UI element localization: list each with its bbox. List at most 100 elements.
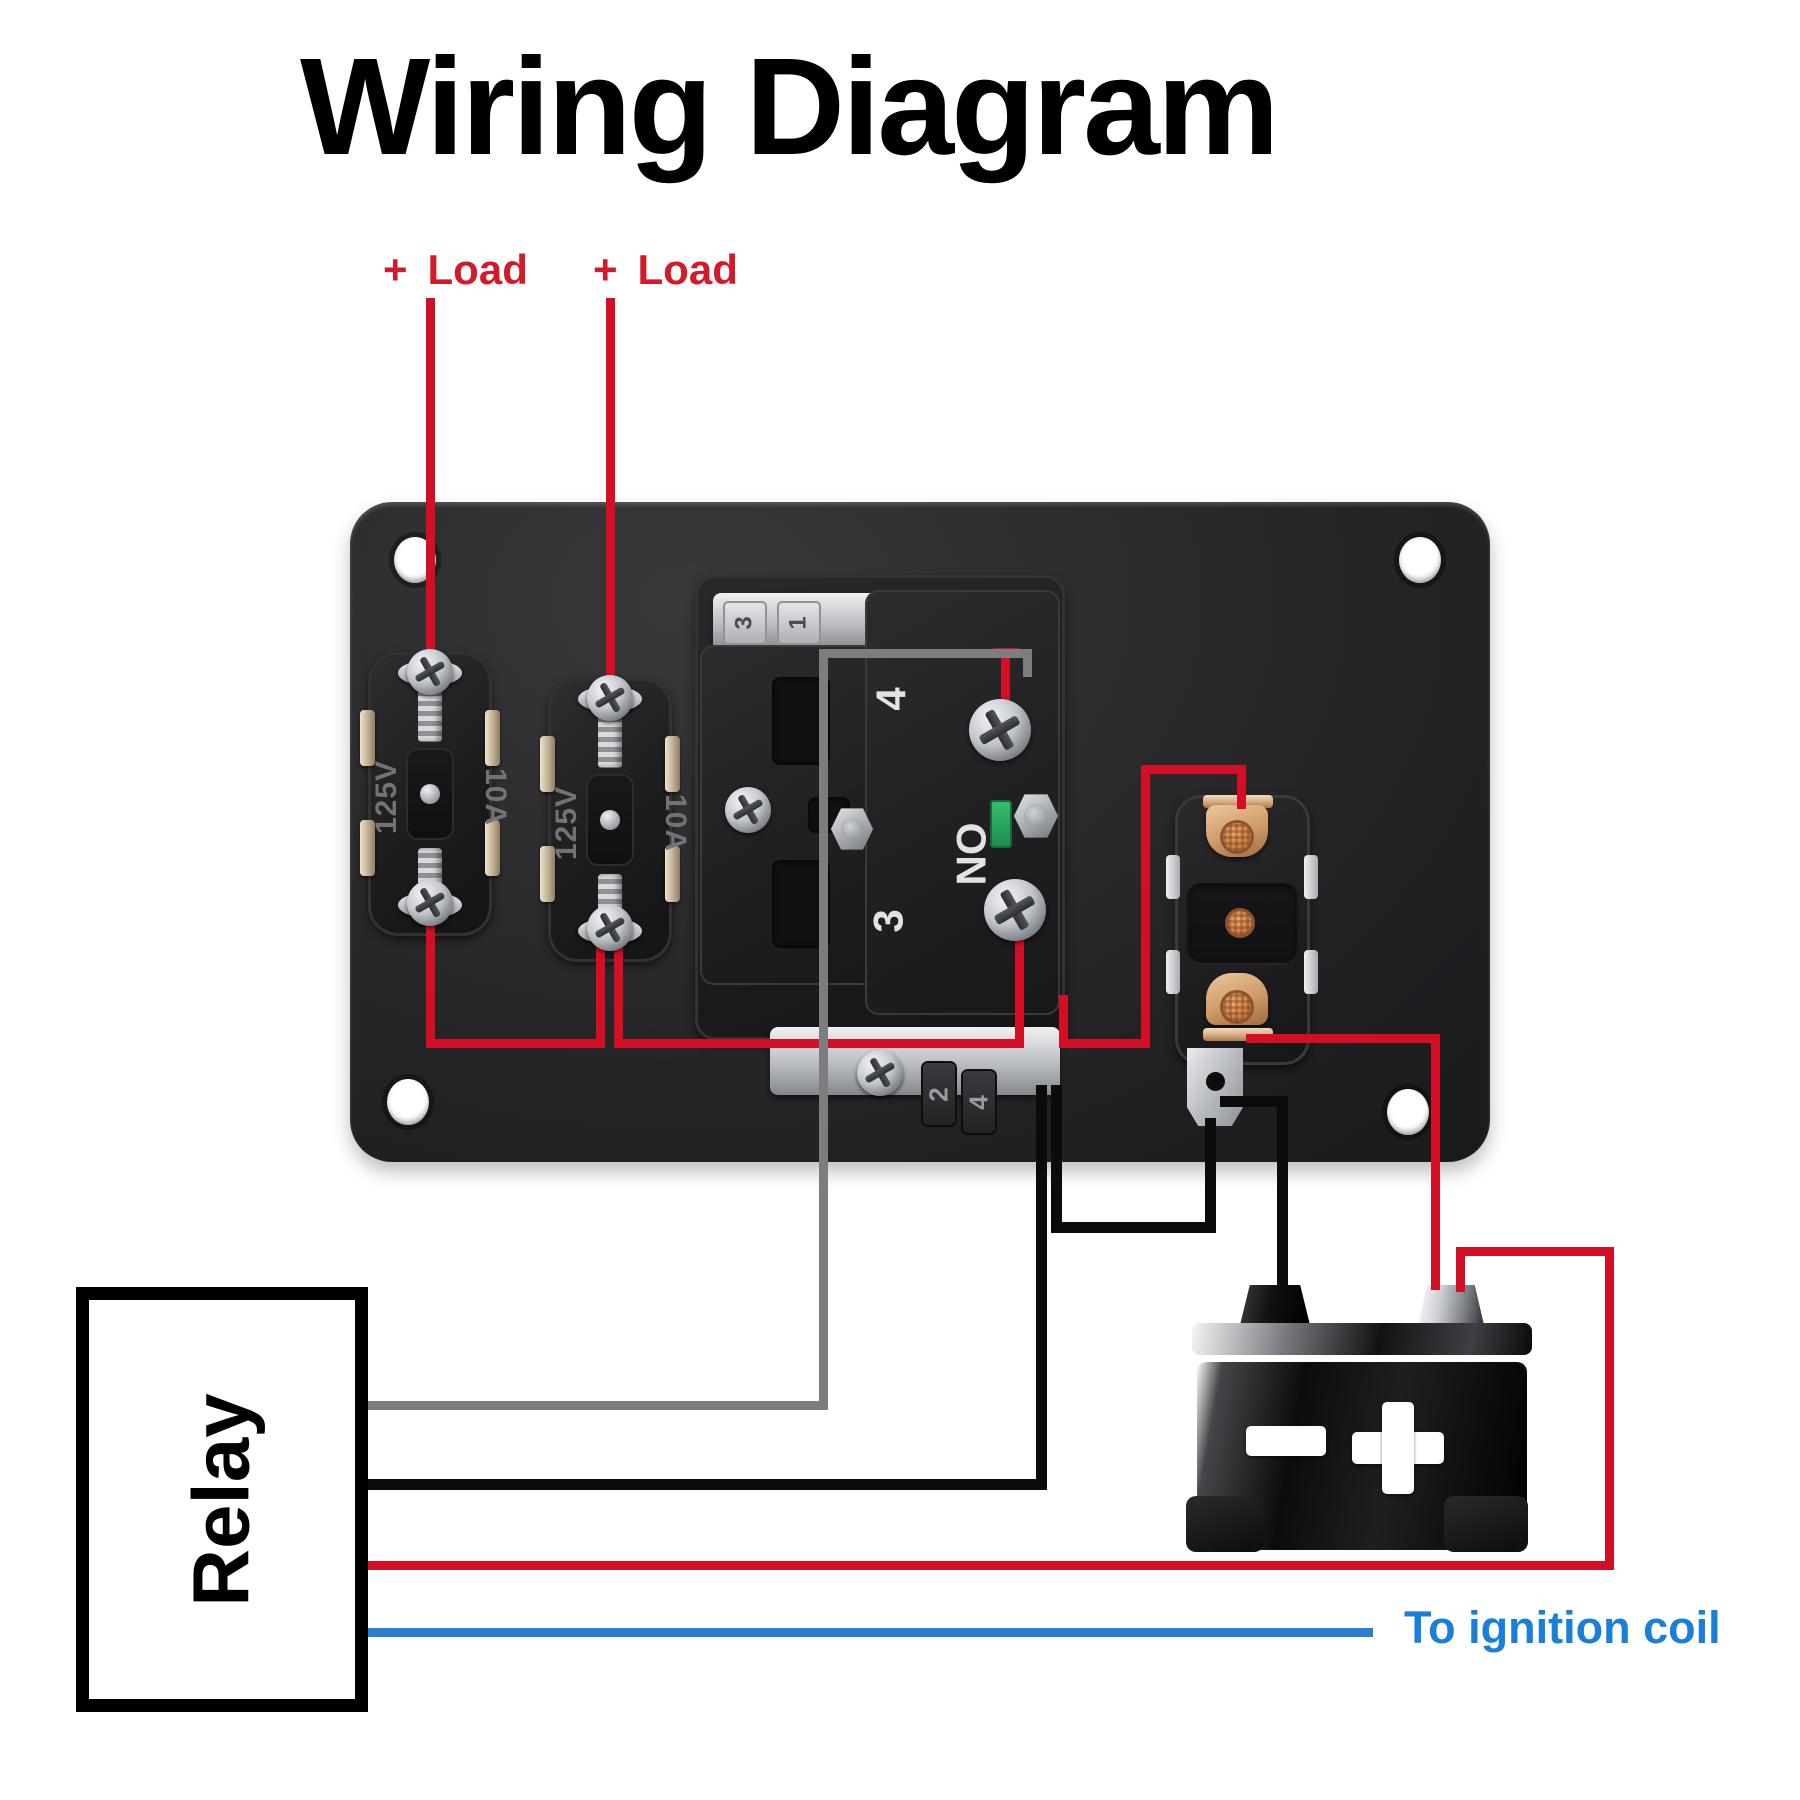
terminal-3-screw [984,879,1046,941]
side-clip [1304,950,1318,994]
wire-red-terminal4-stub [1001,648,1010,708]
wire-black-spade-out [1220,1096,1288,1107]
tab-terminal: 2 [923,1063,955,1125]
wire-red-bus1 [426,1039,605,1048]
screw-shaft [418,686,442,742]
side-clip [540,736,555,792]
green-indicator [990,800,1012,848]
bottom-metal-bracket [770,1027,1060,1095]
relay-label-wrap: Relay [76,1287,368,1712]
wire-red-terminal3-riser [1015,925,1024,1048]
toggle-pivot [420,784,440,804]
wire-black-jumper-left [1051,1085,1062,1233]
side-clip [360,820,375,876]
wire-red-sw2-down [614,945,623,1048]
page-title: Wiring Diagram [300,30,1280,184]
rivet [1223,993,1251,1021]
tab-terminal: 1 [777,601,821,645]
side-clip [665,736,680,792]
wire-gray-to-relay [368,1401,828,1410]
wire-red-battery-pos-drop [1431,1034,1440,1290]
wire-red-loop-up [1456,1247,1465,1292]
ignition-label: To ignition coil [1404,1602,1721,1653]
current-label: 10A [479,767,513,827]
base-screw [725,787,771,833]
voltage-label: 125V [550,785,584,861]
battery-positive-post [1418,1285,1484,1325]
wire-red-sw2-riser [596,945,605,1048]
mounting-hole-bottom-right [1387,1089,1429,1135]
side-clip [1166,950,1180,994]
battery-negative-post [1240,1285,1310,1325]
battery-foot-right [1444,1496,1528,1552]
plus-sign: + [593,246,618,293]
side-clip [360,710,375,766]
spade-terminal-hole [1206,1072,1225,1091]
toggle-switch-2: 125V 10A [540,678,692,962]
side-clip [665,846,680,902]
power-connector [1166,795,1318,1065]
plus-sign: + [383,246,408,293]
switch2-top-screw [587,675,633,721]
wire-red-sw1-down [426,900,435,1048]
hex-screw [1013,794,1059,838]
tab-label: 2 [923,1086,954,1102]
wire-black-jumper-bottom [1051,1222,1216,1233]
switch1-top-screw [407,649,453,695]
wire-black-to-relay [368,1479,1047,1490]
current-label: 10A [659,793,693,853]
screw-shaft [598,712,622,768]
side-clip [485,710,500,766]
toggle-pivot [600,810,620,830]
switch1-bottom-screw [407,880,453,926]
side-clip [1304,855,1318,899]
wire-gray-riser [819,649,828,1410]
load-label-1: + Load [383,246,528,294]
no-label: NO [947,822,995,886]
load-text: Load [637,246,738,293]
hex-screw [830,808,874,850]
mounting-hole-top-right [1399,537,1441,583]
wire-red-load2 [606,298,615,694]
relay-box [76,1287,368,1712]
wire-red-connector-riser [1141,765,1150,1048]
load-label-2: + Load [593,246,738,294]
wire-red-load1 [426,298,435,670]
bracket-screw [857,1050,903,1096]
wire-red-bus3 [1059,1039,1150,1048]
side-clip [485,820,500,876]
tab-terminal: 4 [963,1071,995,1133]
rivet [1223,823,1251,851]
tab-label: 3 [730,616,758,630]
wire-red-to-battery [1246,1034,1440,1043]
push-switch-block: 3 1 4 NO 3 2 4 [695,575,1065,1133]
tab-label: 4 [963,1094,994,1110]
wire-gray-block-stub [1023,649,1032,677]
wire-red-loop-right [1605,1247,1614,1570]
wire-black-battery-neg-drop [1277,1096,1288,1292]
ignition-wire [368,1628,1373,1637]
wire-red-block-down [1059,995,1068,1048]
switch-center-plate [586,774,634,866]
mounting-hole-bottom-left [387,1079,429,1125]
wire-red-loop-top [1456,1247,1614,1256]
wire-black-jumper-right [1205,1118,1216,1233]
switch2-bottom-screw [587,905,633,951]
battery-cap [1192,1323,1532,1355]
tab-label: 1 [784,616,812,630]
center-hole [1228,911,1252,935]
wire-red-to-relay [368,1561,1614,1570]
toggle-switch-1: 125V 10A [360,652,512,936]
terminal-4-label: 4 [867,687,915,711]
relay-label: Relay [176,1392,266,1607]
wire-red-connector-top [1141,765,1246,774]
wire-gray-top [819,649,1032,658]
wire-red-connector-drop [1237,765,1246,809]
load-text: Load [427,246,528,293]
tab-terminal: 3 [723,601,767,645]
side-clip [540,846,555,902]
voltage-label: 125V [370,759,404,835]
terminal-3-label: 3 [864,909,912,933]
switch-center-plate [406,748,454,840]
minus-symbol [1246,1426,1326,1456]
